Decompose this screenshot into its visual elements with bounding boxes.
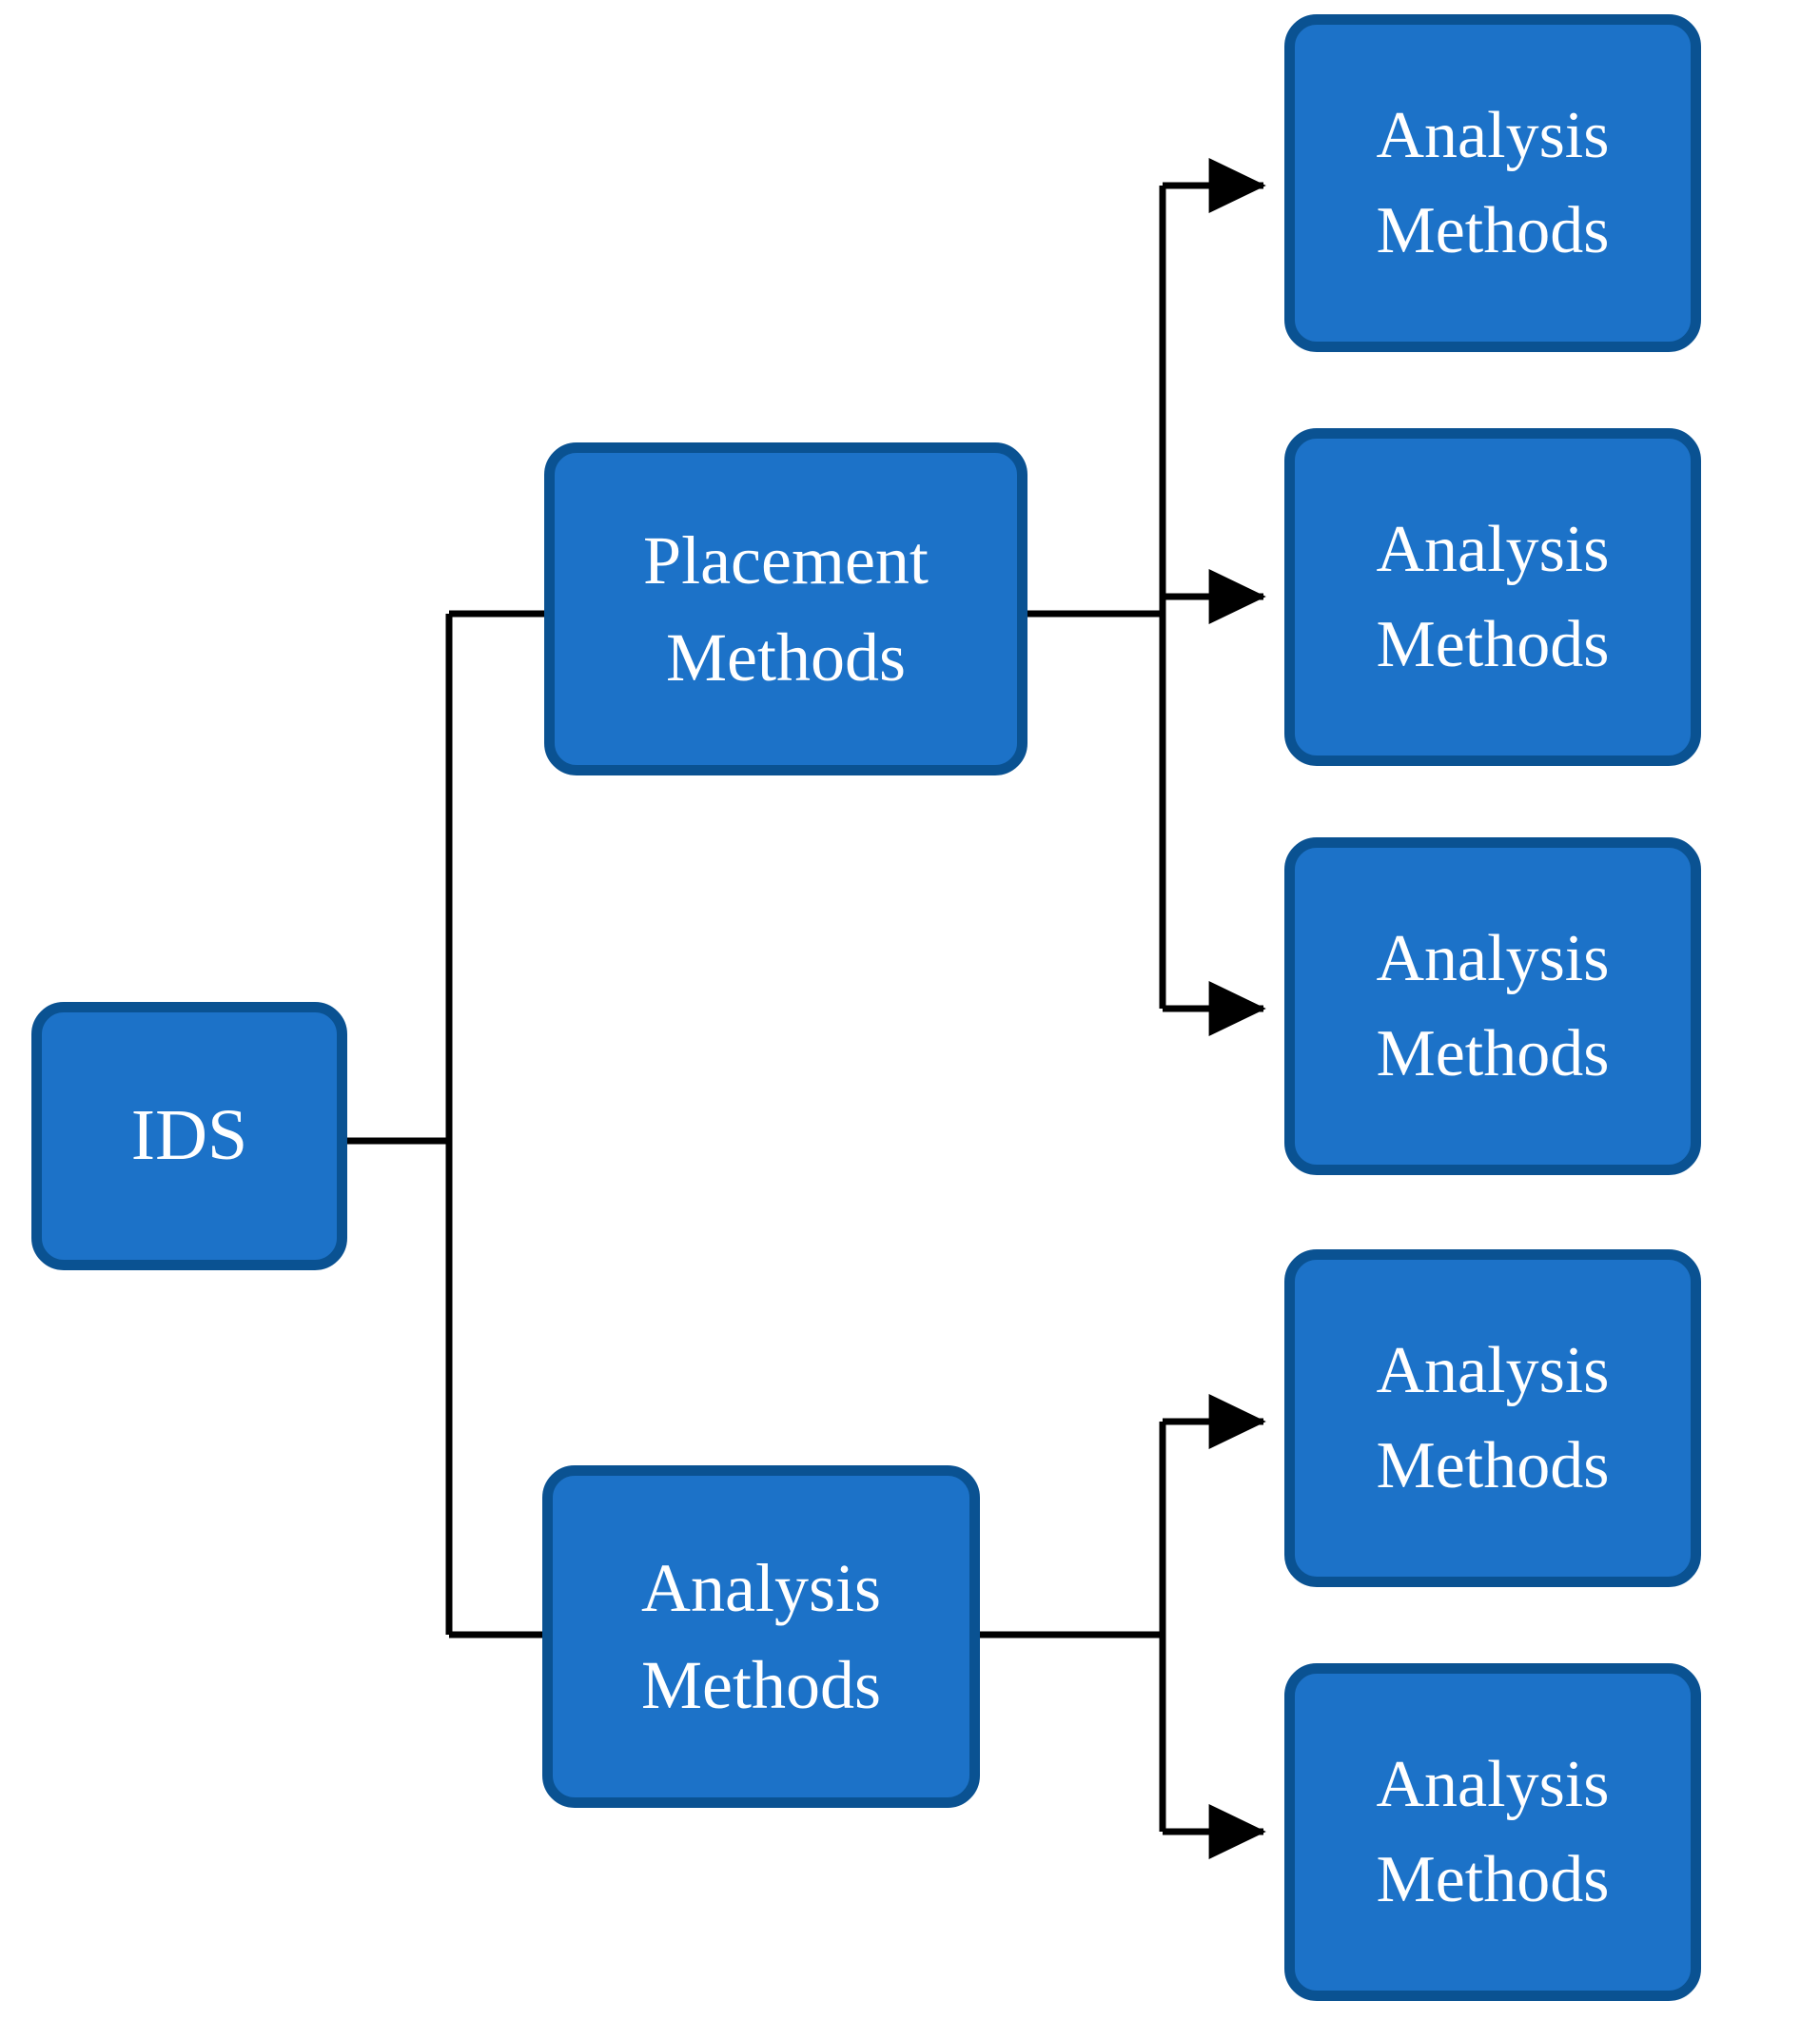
node-placement-methods[interactable]: Placement Methods bbox=[544, 442, 1027, 775]
node-analysis-methods-2[interactable]: Analysis Methods bbox=[1284, 428, 1701, 766]
node-analysis-methods-1-label: Analysis Methods bbox=[1376, 99, 1610, 267]
node-ids-label: IDS bbox=[130, 1095, 248, 1176]
node-analysis-methods-3-label: Analysis Methods bbox=[1376, 922, 1610, 1090]
node-analysis-methods-4[interactable]: Analysis Methods bbox=[1284, 1249, 1701, 1587]
node-ids[interactable]: IDS bbox=[31, 1002, 347, 1270]
node-analysis-methods-parent-label: Analysis Methods bbox=[641, 1549, 881, 1723]
node-analysis-methods-5-label: Analysis Methods bbox=[1376, 1748, 1610, 1916]
node-analysis-methods-2-label: Analysis Methods bbox=[1376, 513, 1610, 681]
node-analysis-methods-5[interactable]: Analysis Methods bbox=[1284, 1663, 1701, 2001]
node-analysis-methods-1[interactable]: Analysis Methods bbox=[1284, 14, 1701, 352]
node-placement-methods-label: Placement Methods bbox=[643, 521, 929, 696]
node-analysis-methods-4-label: Analysis Methods bbox=[1376, 1334, 1610, 1502]
node-analysis-methods-3[interactable]: Analysis Methods bbox=[1284, 837, 1701, 1175]
node-analysis-methods-parent[interactable]: Analysis Methods bbox=[542, 1465, 980, 1808]
